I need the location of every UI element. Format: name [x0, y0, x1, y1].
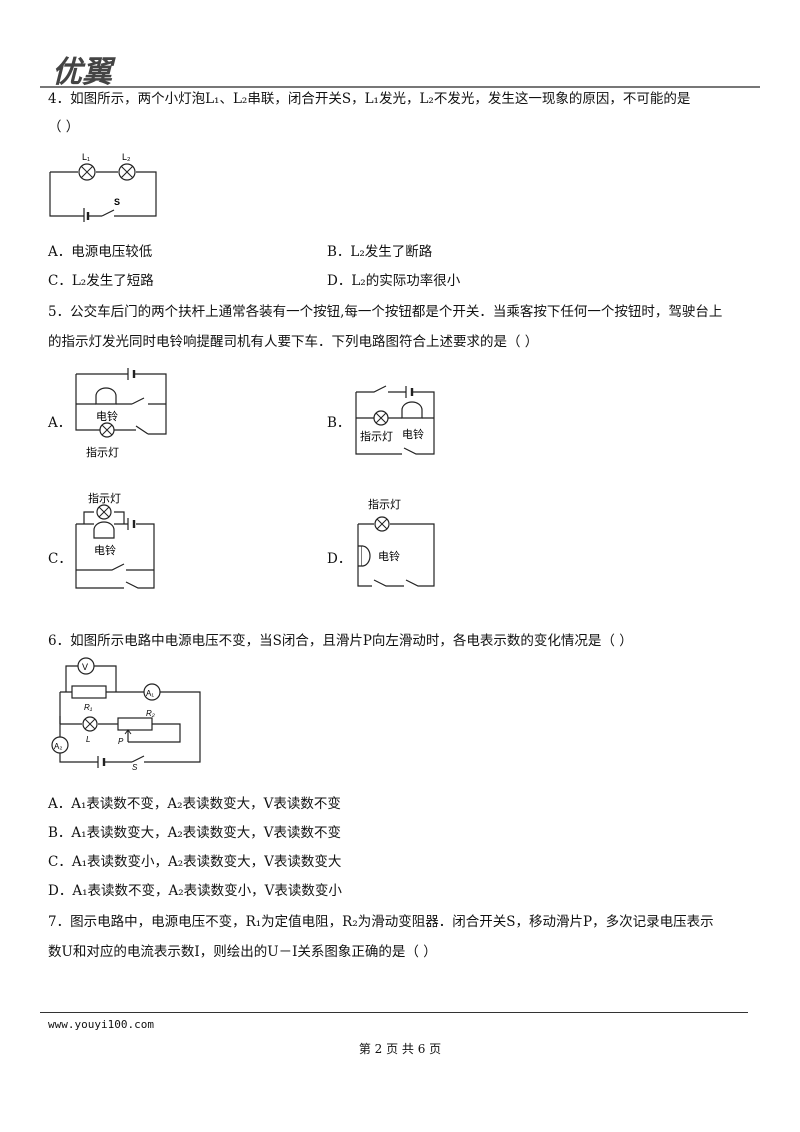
q6-option-a: A．A₁表读数不变，A₂表读数变大，V表读数不变 [48, 796, 341, 812]
q6-option-c: C．A₁表读数变小，A₂表读数变大，V表读数变大 [48, 854, 342, 870]
q5-option-a-circuit: 电铃 指示灯 [66, 364, 176, 468]
q5-d-bell-label: 电铃 [378, 549, 400, 563]
q6-label-r1: R₁ [84, 703, 93, 712]
q5-option-d-circuit: 指示灯 电铃 [348, 496, 448, 600]
q6-label-a2: A₂ [54, 742, 62, 751]
q6-option-b: B．A₁表读数变大，A₂表读数变大，V表读数不变 [48, 825, 341, 841]
q6-option-d: D．A₁表读数不变，A₂表读数变小，V表读数变小 [48, 883, 342, 899]
q6-stem: 6．如图所示电路中电源电压不变，当S闭合，且滑片P向左滑动时，各电表示数的变化情… [48, 633, 633, 649]
q5-c-bell-label: 电铃 [94, 543, 116, 557]
q5-option-c-circuit: 指示灯 电铃 [66, 491, 166, 604]
q6-label-s: S [132, 763, 138, 770]
q6-label-v: V [82, 662, 88, 672]
page-number: 第 2 页 共 6 页 [358, 1042, 442, 1056]
q5-stem-line2: 的指示灯发光同时电铃响提醒司机有人要下车．下列电路图符合上述要求的是（ ） [48, 334, 539, 350]
q5-d-lamp-label: 指示灯 [368, 497, 401, 511]
q4-option-c: C．L₂发生了短路 [48, 273, 154, 289]
q5-c-lamp-label: 指示灯 [88, 492, 121, 505]
q5-option-d-letter: D． [327, 551, 352, 567]
q5-a-lamp-label: 指示灯 [86, 445, 119, 459]
q6-circuit-figure: V A₁ A₂ R₁ R₂ L P S [48, 652, 208, 774]
q4-bracket: （ ） [48, 119, 80, 135]
q4-label-s: S [114, 197, 120, 207]
q5-b-lamp-label: 指示灯 [360, 429, 393, 443]
q7-stem-line1: 7．图示电路中，电源电压不变，R₁为定值电阻，R₂为滑动变阻器．闭合开关S，移动… [48, 914, 714, 930]
q4-option-a: A．电源电压较低 [48, 244, 153, 260]
q5-option-a-letter: A． [48, 415, 72, 431]
q4-circuit-figure: L₁ L₂ S [44, 150, 164, 226]
q5-stem-line1: 5．公交车后门的两个扶杆上通常各装有一个按钮,每一个按钮都是个开关．当乘客按下任… [48, 304, 723, 320]
footer-rule [40, 1012, 748, 1013]
footer-url: www.youyi100.com [48, 1018, 154, 1031]
header-rule [40, 86, 760, 88]
brand-logo: 优翼 [52, 54, 162, 89]
q5-option-b-letter: B． [327, 415, 351, 431]
q5-b-bell-label: 电铃 [402, 427, 424, 441]
q6-label-r2: R₂ [146, 709, 155, 718]
q6-label-a1: A₁ [146, 689, 154, 698]
q4-label-l2: L₂ [122, 152, 131, 162]
q6-label-l: L [86, 735, 90, 744]
q5-option-b-circuit: 指示灯 电铃 [346, 378, 446, 468]
q5-a-bell-label: 电铃 [96, 409, 118, 423]
q4-option-d: D．L₂的实际功率很小 [327, 273, 461, 289]
q7-stem-line2: 数U和对应的电流表示数I，则绘出的U－I关系图象正确的是（ ） [48, 944, 437, 960]
q4-label-l1: L₁ [82, 152, 90, 162]
q6-label-p: P [118, 737, 124, 746]
q4-option-b: B．L₂发生了断路 [327, 244, 433, 260]
brand-logo-text: 优翼 [52, 56, 116, 88]
q4-stem: 4．如图所示，两个小灯泡L₁、L₂串联，闭合开关S，L₁发光，L₂不发光，发生这… [48, 91, 691, 107]
q5-option-c-letter: C． [48, 551, 72, 567]
